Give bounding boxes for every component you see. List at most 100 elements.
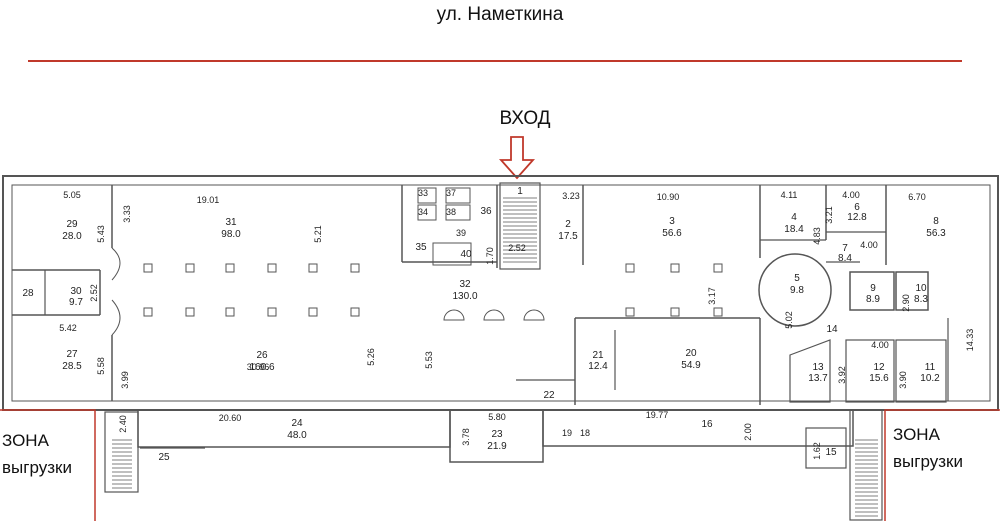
svg-text:16: 16 [701, 419, 713, 430]
dimension-label: 3.99 [120, 371, 130, 389]
svg-text:4: 4 [791, 212, 797, 223]
column [670, 263, 680, 273]
room-number-19: 19 [562, 428, 572, 438]
zone-right-line2: выгрузки [893, 452, 963, 471]
room-number-16: 16 [701, 419, 713, 430]
dimension-label: 5.43 [96, 225, 106, 243]
room-number-1: 1 [517, 186, 523, 197]
street-name: ул. Наметкина [436, 4, 564, 25]
svg-text:38: 38 [446, 207, 456, 217]
dimension-label: 19.77 [646, 410, 669, 420]
svg-text:56.6: 56.6 [662, 228, 682, 239]
svg-text:23: 23 [491, 429, 503, 440]
svg-text:8.9: 8.9 [866, 294, 880, 305]
column [185, 307, 195, 317]
stairs-left [112, 439, 132, 489]
dimension-label: 5.02 [784, 311, 794, 329]
column [625, 307, 635, 317]
entrance-label: ВХОД [499, 108, 551, 129]
svg-text:13.7: 13.7 [808, 373, 828, 384]
dimension-label: 4.11 [781, 190, 798, 200]
column [308, 307, 318, 317]
column [625, 263, 635, 273]
dimension-label: 5.26 [366, 348, 376, 366]
dimension-label: 5.53 [424, 351, 434, 369]
column [670, 307, 680, 317]
dimension-label: 20.60 [219, 413, 242, 423]
room-number-38: 38 [446, 207, 456, 217]
svg-text:24: 24 [291, 418, 303, 429]
svg-text:8: 8 [933, 216, 939, 227]
svg-text:3: 3 [669, 216, 675, 227]
dimension-label: 2.40 [118, 415, 128, 433]
room-number-36: 36 [480, 206, 492, 217]
stairs-1 [503, 197, 537, 263]
dimension-label: 3.33 [122, 205, 132, 223]
room-number-40: 40 [460, 249, 472, 260]
room-number-5: 59.8 [790, 273, 804, 296]
dimension-label: 1.62 [812, 442, 822, 460]
arches [443, 309, 545, 321]
room-number-15: 15 [825, 447, 837, 458]
svg-text:21.9: 21.9 [487, 441, 507, 452]
svg-text:22: 22 [543, 390, 555, 401]
dimension-label: 4.00 [842, 190, 860, 200]
room-number-3: 356.6 [662, 216, 682, 239]
dimension-label: 2.52 [508, 243, 526, 253]
svg-text:15: 15 [825, 447, 837, 458]
dimension-label: 2.90 [901, 294, 911, 312]
column [185, 263, 195, 273]
dimension-label: 1.70 [485, 247, 495, 265]
unloading-zone-left: ЗОНА выгрузки [2, 427, 72, 481]
svg-text:2: 2 [565, 219, 571, 230]
dimension-label: 14.33 [965, 329, 975, 352]
svg-text:29: 29 [66, 219, 78, 230]
zone-left-line1: ЗОНА [2, 431, 49, 450]
zone-right-border [884, 409, 1000, 521]
svg-text:13: 13 [812, 362, 824, 373]
svg-text:54.9: 54.9 [681, 360, 701, 371]
stairs-right [855, 439, 878, 517]
svg-text:6: 6 [854, 202, 860, 213]
svg-text:21: 21 [592, 350, 604, 361]
dimension-label: 2.00 [743, 423, 753, 441]
dimension-label: 5.05 [63, 190, 81, 200]
dimension-label: 6.70 [908, 192, 926, 202]
room-number-25: 25 [158, 452, 170, 463]
column [225, 307, 235, 317]
column [267, 307, 277, 317]
svg-text:33: 33 [418, 188, 428, 198]
svg-text:40: 40 [460, 249, 472, 260]
svg-text:12.8: 12.8 [847, 212, 867, 223]
street-boundary-line [28, 60, 962, 62]
column [143, 307, 153, 317]
column [225, 263, 235, 273]
dimension-label: 3.23 [562, 191, 580, 201]
dimension-label: 5.42 [59, 323, 77, 333]
dimension-label: 3.92 [837, 366, 847, 384]
room-number-10: 108.3 [914, 283, 928, 305]
dimension-label: 3.17 [707, 287, 717, 305]
svg-text:18.4: 18.4 [784, 224, 804, 235]
svg-text:15.6: 15.6 [869, 373, 889, 384]
svg-text:8.4: 8.4 [838, 253, 852, 264]
room-number-4: 418.4 [784, 212, 804, 235]
svg-text:17.5: 17.5 [558, 231, 578, 242]
svg-text:25: 25 [158, 452, 170, 463]
dimension-label: 5.21 [313, 225, 323, 243]
dimension-label: 4.00 [871, 340, 889, 350]
svg-text:56.3: 56.3 [926, 228, 946, 239]
svg-text:10.2: 10.2 [920, 373, 940, 384]
dimension-label: 3.21 [824, 206, 834, 224]
svg-text:26: 26 [256, 350, 268, 361]
svg-text:28: 28 [22, 288, 34, 299]
svg-text:9.7: 9.7 [69, 297, 83, 308]
column [350, 263, 360, 273]
svg-text:18: 18 [580, 428, 590, 438]
svg-text:35: 35 [415, 242, 427, 253]
svg-text:20: 20 [685, 348, 697, 359]
